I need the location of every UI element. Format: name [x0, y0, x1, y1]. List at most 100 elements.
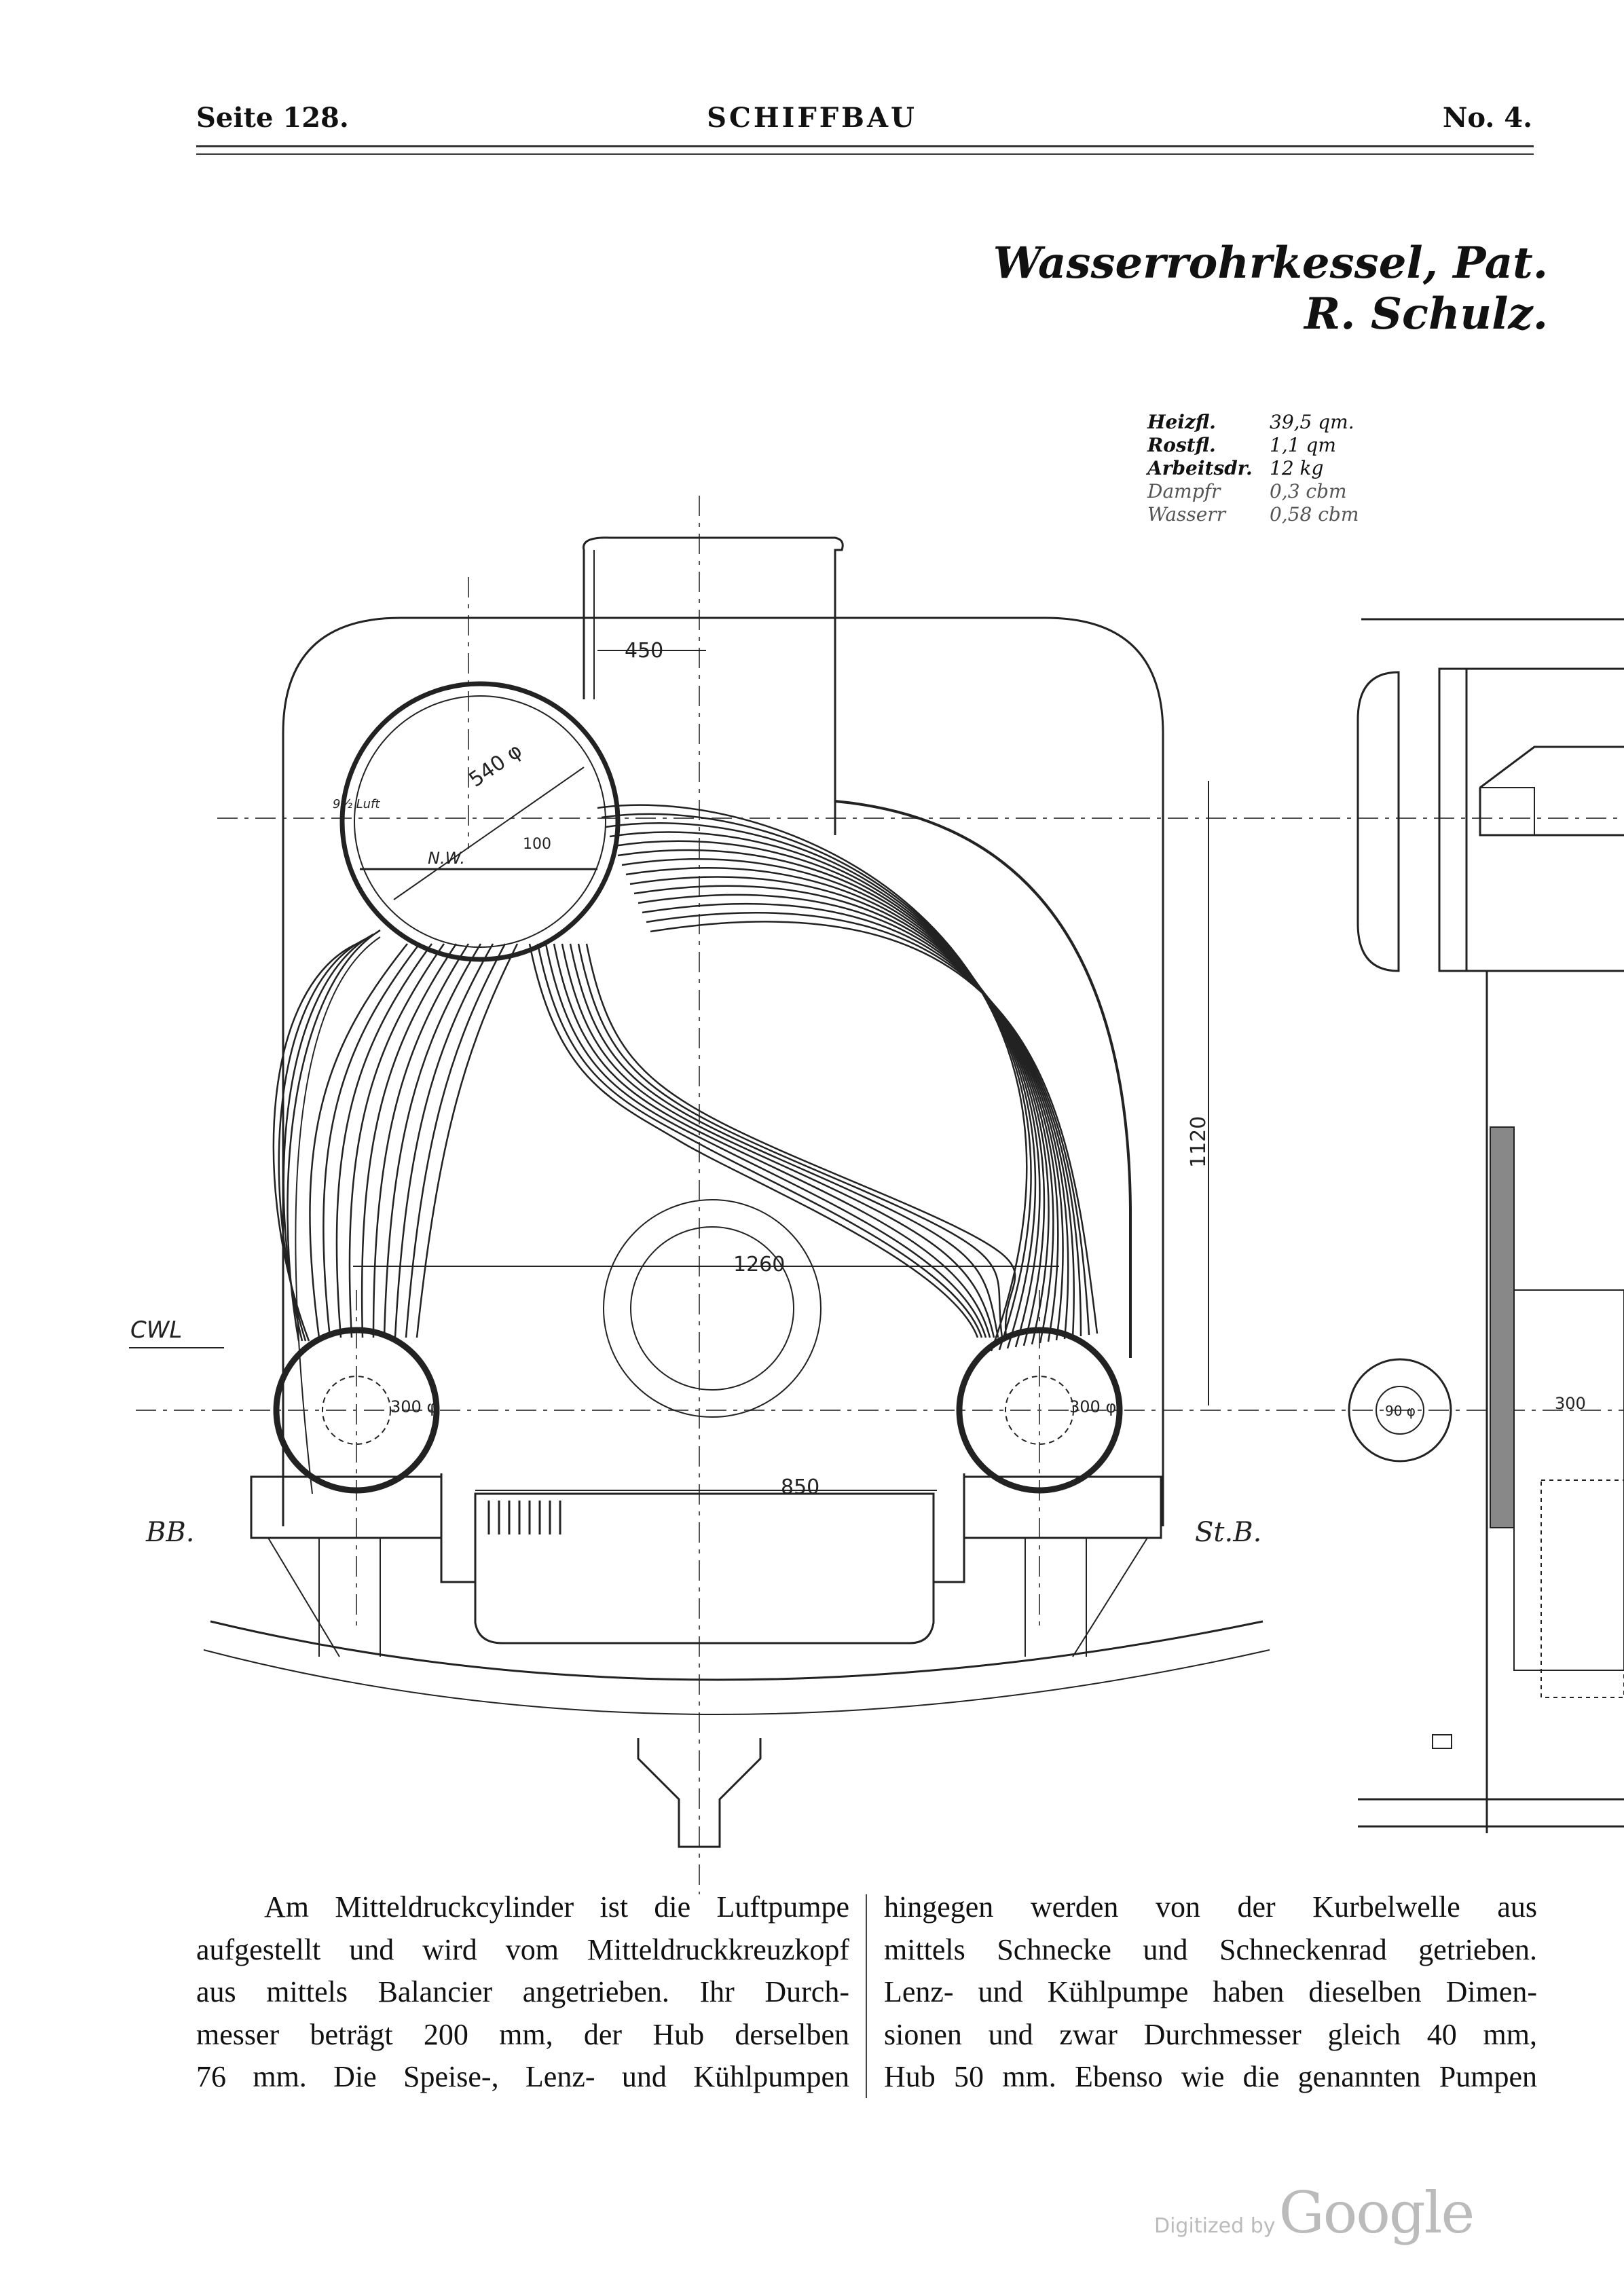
- water-tube: [553, 943, 991, 1338]
- label-port: BB.: [145, 1517, 195, 1548]
- digitized-watermark: Digitized by Google: [1154, 2180, 1475, 2246]
- steam-drum: [339, 681, 621, 962]
- figure-title: Wasserrohrkessel, Pat. R. Schulz.: [993, 238, 1548, 339]
- spec-label: Arbeitsdr.: [1147, 457, 1253, 479]
- dim-300-stb: 300 φ: [1069, 1397, 1116, 1416]
- water-tube: [585, 943, 1016, 1338]
- ash-pit: [474, 1492, 935, 1644]
- inner-casing-right: [834, 800, 1132, 1358]
- text-line: aufgestellt und wird vom Mitteldruckkreu…: [196, 1932, 849, 1966]
- spec-label: Wasserr: [1147, 503, 1226, 526]
- dim-300-side: 300: [1555, 1394, 1586, 1413]
- header-rule: [196, 145, 1534, 147]
- spec-value: 39,5 qm.: [1270, 411, 1354, 433]
- page-number: Seite 128.: [196, 102, 349, 134]
- water-tube: [545, 943, 987, 1338]
- spec-value: 0,3 cbm: [1270, 480, 1347, 502]
- hull-outline: [210, 1620, 1263, 1681]
- label-cwl: CWL: [130, 1317, 182, 1344]
- spec-row: Rostfl. 1,1 qm: [1147, 434, 1359, 457]
- water-tubes: [272, 804, 1099, 1352]
- water-tube: [361, 943, 458, 1338]
- text-line: 76 mm. Die Speise-, Lenz- und Kühlpumpen: [196, 2060, 849, 2093]
- spec-label: Heizfl.: [1147, 411, 1216, 433]
- side-view: [1348, 618, 1624, 1833]
- foundation-port: [250, 1475, 443, 1539]
- spec-row: Dampfr 0,3 cbm: [1147, 480, 1359, 503]
- issue-number: No. 4.: [1442, 102, 1532, 134]
- text-column-right: hingegen werden von der Kurbelwelle aus …: [884, 1886, 1537, 2099]
- water-tube: [613, 840, 1045, 1346]
- text-column-left: Am Mitteldruckcylinder ist die Luftpumpe…: [196, 1886, 849, 2099]
- column-divider: [866, 1894, 867, 2098]
- water-tube: [322, 943, 420, 1338]
- journal-title: SCHIFFBAU: [707, 102, 917, 134]
- label-starboard: St.B.: [1195, 1517, 1261, 1548]
- lower-drum-starboard: [956, 1327, 1123, 1494]
- dim-850: 850: [781, 1475, 819, 1499]
- spec-value: 1,1 qm: [1270, 434, 1336, 456]
- spec-row: Arbeitsdr. 12 kg: [1147, 457, 1359, 480]
- dimension-lines: [353, 650, 1209, 1491]
- dim-1260: 1260: [733, 1253, 785, 1276]
- dim-300-port: 300 φ: [390, 1397, 437, 1416]
- water-tube: [569, 943, 999, 1338]
- spec-row: Heizfl. 39,5 qm.: [1147, 411, 1359, 434]
- dim-540: 540 φ: [465, 739, 527, 792]
- text-line: aus mittels Balancier angetrieben. Ihr D…: [196, 1975, 849, 2008]
- water-tube: [405, 943, 506, 1338]
- spec-table: Heizfl. 39,5 qm. Rostfl. 1,1 qm Arbeitsdr.…: [1147, 411, 1359, 526]
- water-tube: [621, 858, 1054, 1344]
- water-tube: [383, 943, 482, 1338]
- water-tube: [348, 943, 445, 1338]
- water-tube: [597, 804, 1028, 1352]
- water-tube: [638, 894, 1075, 1338]
- water-tube: [309, 943, 408, 1338]
- dim-1120: 1120: [1187, 1116, 1211, 1168]
- water-tube: [272, 941, 361, 1342]
- water-tube: [601, 813, 1032, 1350]
- spec-label: Dampfr: [1147, 480, 1221, 502]
- text-line: mittels Schnecke und Schneckenrad getrie…: [884, 1932, 1537, 1966]
- water-tube: [609, 831, 1041, 1348]
- watermark-prefix: Digitized by: [1154, 2214, 1276, 2238]
- header-rule-2: [196, 153, 1534, 155]
- text-line: Am Mitteldruckcylinder ist die Luftpumpe: [264, 1890, 849, 1924]
- label-nw: N.W.: [428, 849, 465, 868]
- watermark-brand: Google: [1278, 2180, 1475, 2246]
- chimney: [583, 536, 844, 835]
- water-tube: [605, 822, 1037, 1349]
- text-line: sionen und zwar Durchmesser gleich 40 mm…: [884, 2017, 1537, 2051]
- text-line: hingegen werden von der Kurbelwelle aus: [884, 1890, 1537, 1924]
- lower-drum-port: [273, 1327, 440, 1494]
- water-tube: [577, 943, 1003, 1338]
- water-tube: [650, 921, 1099, 1334]
- water-tube: [394, 943, 494, 1338]
- water-tube: [287, 929, 381, 1342]
- water-tube: [528, 943, 979, 1338]
- dim-100: 100: [523, 836, 551, 853]
- water-tube: [335, 943, 433, 1338]
- boiler-casing: [282, 617, 1164, 1526]
- inner-casing: [295, 936, 381, 1494]
- water-tube: [416, 943, 519, 1338]
- water-tube: [561, 943, 995, 1338]
- water-tube: [617, 849, 1050, 1345]
- text-line: Lenz- und Kühlpumpe haben dieselben Dime…: [884, 1975, 1537, 2008]
- dim-90: 90 φ: [1385, 1403, 1416, 1419]
- spec-value: 12 kg: [1270, 457, 1324, 479]
- foundation-starboard: [963, 1475, 1162, 1539]
- grate-bars: [487, 1501, 561, 1534]
- spec-label: Rostfl.: [1147, 434, 1216, 456]
- water-tube: [372, 943, 470, 1338]
- furnace-opening: [603, 1199, 822, 1418]
- center-lines: [136, 496, 1624, 1894]
- water-tube: [278, 937, 367, 1342]
- dim-450: 450: [625, 639, 663, 663]
- text-line: Hub 50 mm. Ebenso wie die genannten Pump…: [884, 2060, 1537, 2093]
- water-tube: [536, 943, 983, 1338]
- label-luft: 9½ Luft: [333, 797, 380, 811]
- text-line: messer beträgt 200 mm, der Hub derselben: [196, 2017, 849, 2051]
